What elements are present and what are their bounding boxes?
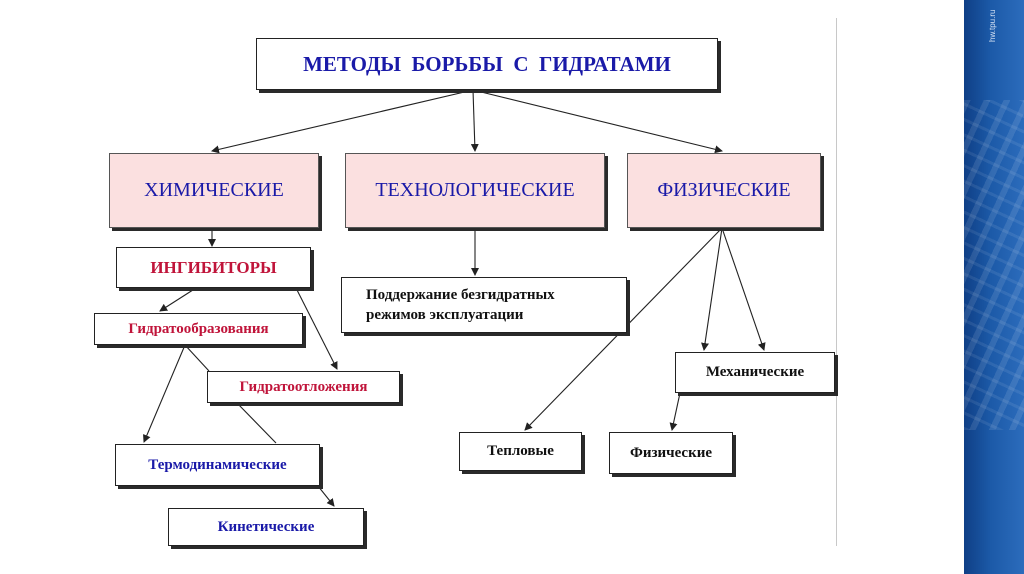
diagram-title: МЕТОДЫ БОРЬБЫ С ГИДРАТАМИ xyxy=(303,52,671,77)
arrow-formation-to-thermodynamic xyxy=(144,345,185,442)
kinetic-box: Кинетические xyxy=(168,508,364,546)
technological-methods-label: ТЕХНОЛОГИЧЕСКИЕ xyxy=(375,179,574,202)
maintenance-label: Поддержание безгидратных режимов эксплуа… xyxy=(366,285,616,325)
physical-label: Физические xyxy=(630,445,712,462)
technological-methods-box: ТЕХНОЛОГИЧЕСКИЕ xyxy=(345,153,605,228)
physical-methods-box: ФИЗИЧЕСКИЕ xyxy=(627,153,821,228)
arrow-thermodynamic-to-kinetic xyxy=(318,486,334,506)
hydrate-deposition-label: Гидратоотложения xyxy=(240,379,368,396)
chemical-methods-box: ХИМИЧЕСКИЕ xyxy=(109,153,319,228)
physical-methods-label: ФИЗИЧЕСКИЕ xyxy=(657,179,790,202)
mechanical-label: Механические xyxy=(706,364,804,381)
mechanical-box: Механические xyxy=(675,352,835,393)
arrow-title-to-technological xyxy=(473,90,475,151)
arrow-mechanical-to-physical xyxy=(672,393,680,430)
arrow-physical-to-mechanical-a xyxy=(704,228,722,350)
arrow-inhibitors-to-formation xyxy=(160,288,196,311)
arrow-title-to-physical xyxy=(473,90,722,151)
line-deposition-to-thermodynamic xyxy=(237,403,276,443)
chemical-methods-label: ХИМИЧЕСКИЕ xyxy=(144,179,284,202)
thermal-label: Тепловые xyxy=(487,443,554,460)
hydrate-formation-box: Гидратообразования xyxy=(94,313,303,345)
line-formation-branch xyxy=(185,345,209,371)
arrow-physical-to-mechanical-b xyxy=(722,228,764,350)
hydrate-formation-label: Гидратообразования xyxy=(128,321,268,338)
kinetic-label: Кинетические xyxy=(218,519,315,536)
thermal-box: Тепловые xyxy=(459,432,582,471)
physical-box: Физические xyxy=(609,432,733,474)
maintenance-box: Поддержание безгидратных режимов эксплуа… xyxy=(341,277,627,333)
hydrate-deposition-box: Гидратоотложения xyxy=(207,371,400,403)
inhibitors-label: ИНГИБИТОРЫ xyxy=(150,258,276,278)
arrow-title-to-chemical xyxy=(212,90,473,151)
thermodynamic-label: Термодинамические xyxy=(148,457,286,474)
thermodynamic-box: Термодинамические xyxy=(115,444,320,486)
inhibitors-box: ИНГИБИТОРЫ xyxy=(116,247,311,288)
title-box: МЕТОДЫ БОРЬБЫ С ГИДРАТАМИ xyxy=(256,38,718,90)
